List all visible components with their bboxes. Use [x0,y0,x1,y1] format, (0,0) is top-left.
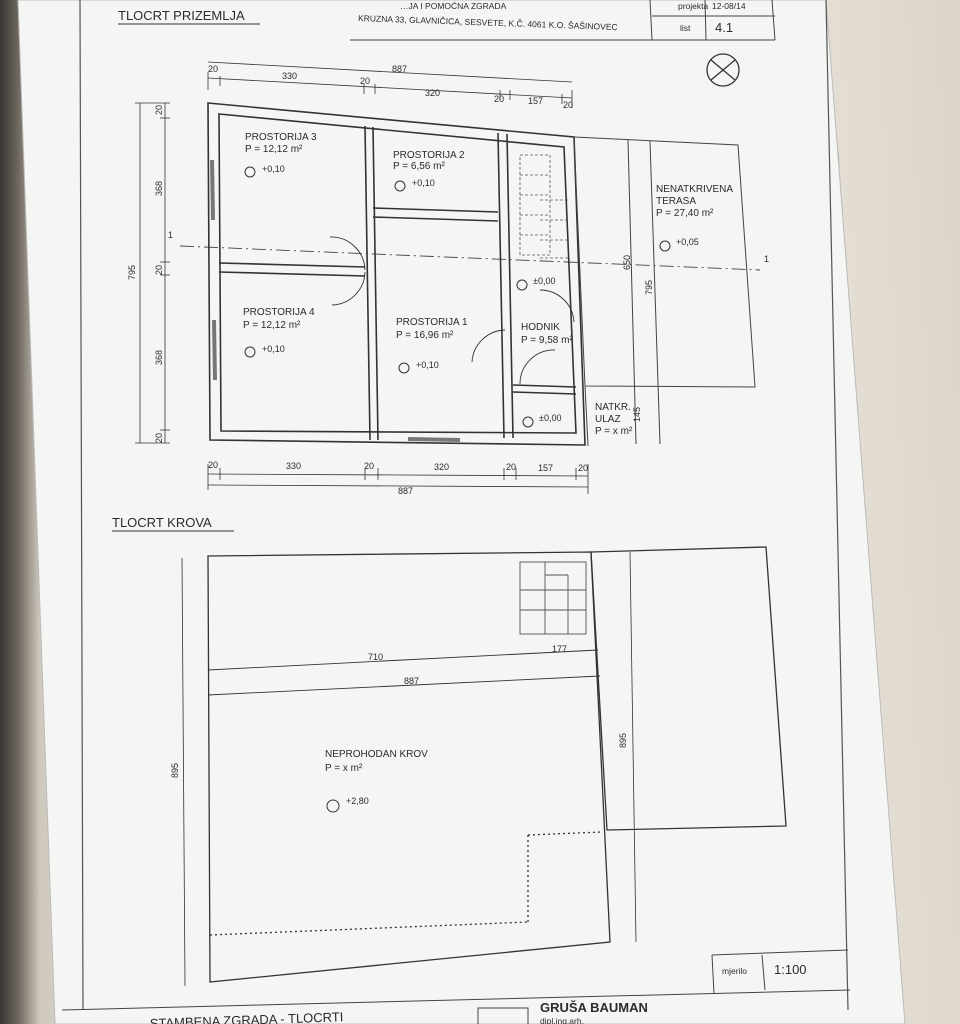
room-prostorija-1: PROSTORIJA 1 P = 16,96 m² +0,10 [396,317,468,374]
room-level: +0,10 [262,164,285,174]
top-dim-total: 887 [392,64,407,74]
title-line1: …JA I POMOĆNA ZGRADA [400,1,507,11]
ground-floor-heading: TLOCRT PRIZEMLJA [118,8,245,23]
room-level: ±0,00 [533,276,555,286]
left-dim-3: 20 [154,265,164,275]
room-name-2: ULAZ [595,414,621,425]
room-level: +0,10 [262,344,285,354]
room-level: +0,10 [412,178,435,188]
top-dim-5: 20 [494,94,504,104]
level-marker-icon [244,346,256,358]
room-prostorija-3: PROSTORIJA 3 P = 12,12 m² +0,10 [244,132,317,178]
level-marker-icon [394,180,406,192]
roof-dim-887: 887 [404,676,419,686]
room-name: PROSTORIJA 4 [243,307,315,318]
roof-name: NEPROHODAN KROV [325,749,428,760]
section-marker-right: 1 [764,254,769,264]
room-prostorija-4: PROSTORIJA 4 P = 12,12 m² +0,10 [243,307,315,358]
room-area: P = 12,12 m² [245,144,303,155]
room-name: NENATKRIVENA [656,184,733,195]
author-name: GRUŠA BAUMAN [540,1000,648,1015]
mjerilo-label: mjerilo [722,966,747,976]
ground-floor-plan [207,102,586,446]
room-area: P = 27,40 m² [656,208,714,219]
bottom-dim-total: 887 [398,486,413,496]
level-marker-icon [659,240,671,252]
roof-area: P = x m² [325,763,363,774]
room-area: P = x m² [595,426,633,437]
projekta-value: 12-08/14 [712,1,746,11]
roof-stair-opening [519,561,587,635]
left-dimensions [135,102,170,444]
section-line [179,245,761,271]
projekta-label: projekta [678,1,709,11]
room-area: P = 12,12 m² [243,320,301,331]
terrace-dim-1: 650 [622,255,632,270]
bottom-dim-3: 20 [364,461,374,471]
top-dimensions [207,61,573,108]
room-hodnik: HODNIK P = 9,58 m² ±0,00 [516,276,573,346]
stairs [519,154,568,259]
roof-dim-left: 895 [170,763,180,778]
room-natkriveni-ulaz: NATKR. ULAZ P = x m² ±0,00 [522,402,633,437]
level-marker-icon [522,416,534,428]
mjerilo-value: 1:100 [774,962,807,977]
room-name: HODNIK [521,322,560,333]
room-prostorija-2: PROSTORIJA 2 P = 6,56 m² +0,10 [393,150,465,192]
terrace-outline [573,136,756,447]
bottom-dim-5: 20 [506,462,516,472]
room-level: +0,10 [416,360,439,370]
room-level: +0,05 [676,237,699,247]
room-name: PROSTORIJA 2 [393,150,465,161]
left-dim-2: 368 [154,181,164,196]
list-value: 4.1 [715,20,733,35]
list-label: list [680,23,691,33]
left-dim-1: 20 [154,105,164,115]
bottom-dim-6: 157 [538,463,553,473]
level-marker-icon [516,279,528,291]
level-marker-icon [244,166,256,178]
roof-dim-177: 177 [552,644,567,654]
terrace-dim-3: 145 [632,407,642,422]
top-dim-1: 20 [208,64,218,74]
room-name-2: TERASA [656,196,696,207]
left-dim-5: 20 [154,433,164,443]
room-name: PROSTORIJA 1 [396,317,468,328]
section-marker-left: 1 [168,230,173,240]
bottom-dim-7: 20 [578,463,588,473]
bottom-dim-2: 330 [286,461,301,471]
top-dim-2: 330 [282,71,297,81]
top-dim-7: 20 [563,100,573,110]
level-marker-icon [326,799,340,813]
author-sub: dipl.ing.arh. [540,1016,584,1024]
roof-level: +2,80 [346,796,369,806]
roof-dim-710: 710 [368,652,383,662]
level-marker-icon [398,362,410,374]
bottom-dim-4: 320 [434,462,449,472]
top-dim-6: 157 [528,96,543,106]
left-dim-4: 368 [154,350,164,365]
bottom-dimensions [207,464,589,494]
room-name: NATKR. [595,402,631,413]
north-arrow-icon [706,53,740,87]
terrace-dim-2: 795 [644,280,654,295]
room-terasa: NENATKRIVENA TERASA P = 27,40 m² +0,05 [656,184,733,252]
room-name: PROSTORIJA 3 [245,132,317,143]
top-dim-3: 20 [360,76,370,86]
room-area: P = 9,58 m² [521,335,573,346]
footer-title-block [61,949,851,1024]
room-level: ±0,00 [539,413,561,423]
left-dim-total: 795 [127,265,137,280]
room-area: P = 6,56 m² [393,161,445,172]
roof-heading: TLOCRT KROVA [112,515,212,530]
bottom-dim-1: 20 [208,460,218,470]
room-area: P = 16,96 m² [396,330,454,341]
roof-plan [181,546,787,987]
roof-dim-right: 895 [618,733,628,748]
top-dim-4: 320 [425,88,440,98]
